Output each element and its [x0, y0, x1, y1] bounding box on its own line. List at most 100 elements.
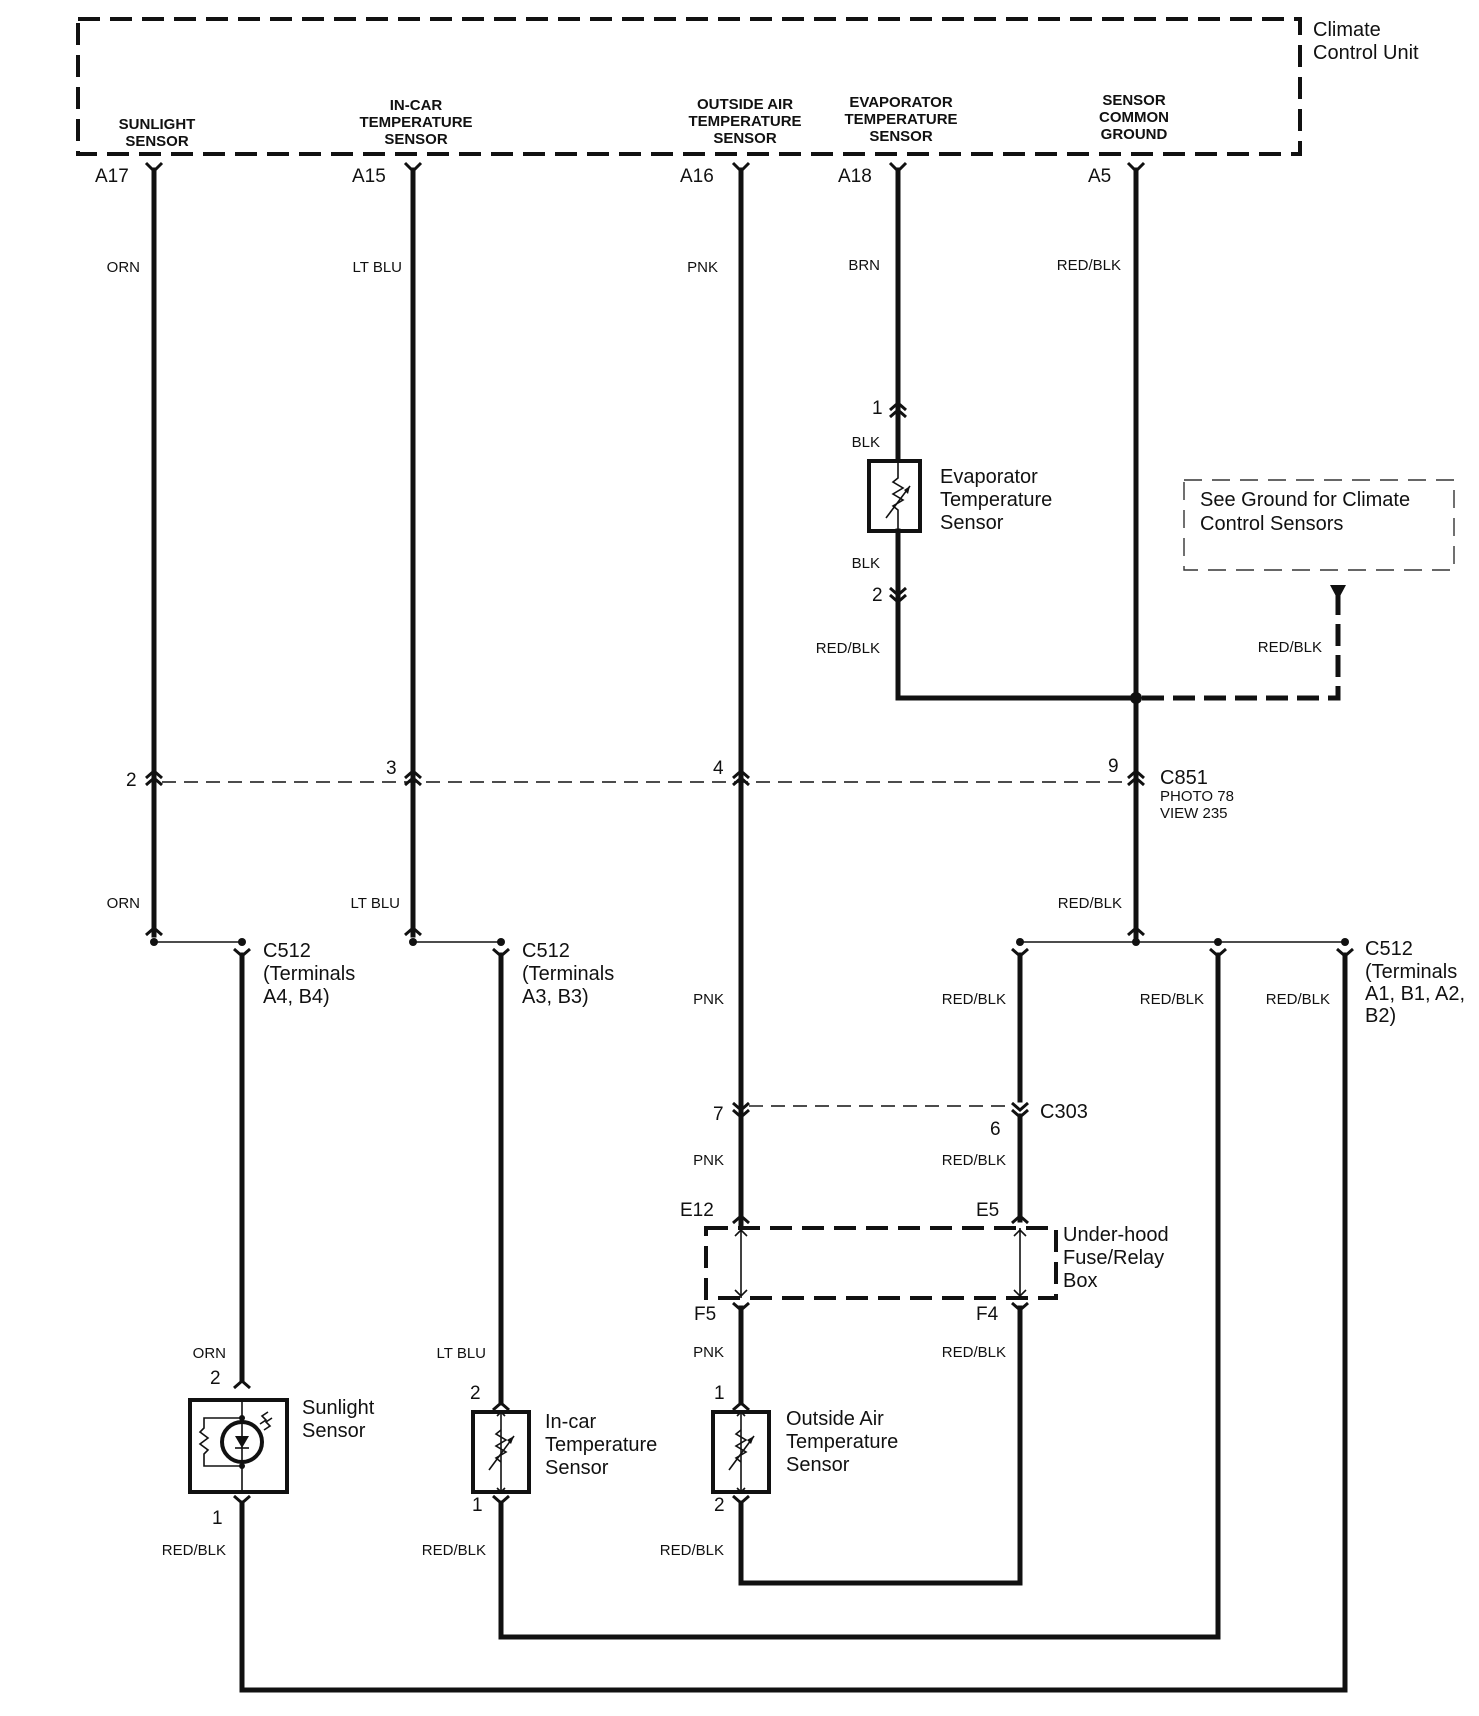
sunlight-pin-bottom: 1 [212, 1508, 223, 1529]
wire-color-label: LT BLU [351, 895, 400, 912]
outside-pin-top: 1 [714, 1383, 725, 1404]
wire-evaporator-brn [895, 167, 1139, 701]
c512-terminals-line1: (Terminals [1365, 961, 1457, 983]
wire-color-label: RED/BLK [1258, 639, 1322, 656]
fuse-box-name-line3: Box [1063, 1270, 1097, 1292]
wire-color-label: LT BLU [353, 259, 402, 276]
c512-group1 [145, 926, 251, 958]
wire-color-label: RED/BLK [1266, 991, 1330, 1008]
evaporator-connector-pin2 [889, 586, 907, 604]
evaporator-name-line3: Sensor [940, 512, 1004, 534]
fuse-box-internal-wires [734, 1228, 1027, 1298]
wire-incar-return [498, 1500, 1221, 1640]
fuse-box-pin-e5: E5 [976, 1200, 999, 1221]
c512-terminals-line3: B2) [1365, 1005, 1396, 1027]
svg-text:COMMON: COMMON [1099, 109, 1169, 126]
c851-view: VIEW 235 [1160, 805, 1228, 822]
c512-name: C512 [263, 940, 311, 962]
fuse-box-name-line2: Fuse/Relay [1063, 1247, 1164, 1269]
wire-color-label: RED/BLK [660, 1542, 724, 1559]
evaporator-pin-top: 1 [872, 398, 883, 419]
sunlight-name-line1: Sunlight [302, 1397, 375, 1419]
outside-name-line1: Outside Air [786, 1408, 884, 1430]
wire-color-label: PNK [693, 1344, 724, 1361]
c851-connector-symbols [145, 769, 1145, 787]
svg-text:GROUND: GROUND [1101, 126, 1168, 143]
wire-color-label: PNK [693, 991, 724, 1008]
under-hood-fuse-relay-box [704, 1226, 1058, 1300]
c512-terminals-line1: (Terminals [522, 963, 614, 985]
svg-text:OUTSIDE AIR: OUTSIDE AIR [697, 96, 793, 113]
wire-color-label: RED/BLK [942, 1344, 1006, 1361]
evaporator-pin-bottom: 2 [872, 585, 883, 606]
c851-photo: PHOTO 78 [1160, 788, 1234, 805]
splice-point [1130, 692, 1142, 704]
c512-name: C512 [1365, 938, 1413, 960]
outside-name-line3: Sensor [786, 1454, 850, 1476]
c303-connector-symbols [732, 1101, 1029, 1119]
ground-note-box [1183, 479, 1455, 571]
svg-text:EVAPORATOR: EVAPORATOR [849, 94, 953, 111]
c851-name: C851 [1160, 767, 1208, 789]
ccu-pin-a18: A18 [838, 166, 872, 187]
svg-text:TEMPERATURE: TEMPERATURE [359, 114, 472, 131]
c303-pin: 6 [990, 1119, 1001, 1140]
c303-name: C303 [1040, 1101, 1088, 1123]
thermistor-icon [885, 461, 911, 531]
ccu-pin-a16: A16 [680, 166, 714, 187]
wire-color-label: BLK [852, 434, 880, 451]
ccu-terminal-symbols [144, 161, 1146, 174]
evaporator-name-line2: Temperature [940, 489, 1052, 511]
incar-name-line1: In-car [545, 1411, 596, 1433]
outside-pin-bottom: 2 [714, 1495, 725, 1516]
ccu-terminal-label-sunlight: SUNLIGHT SENSOR [119, 116, 196, 150]
wire-color-label: RED/BLK [1058, 895, 1122, 912]
climate-control-unit-box [76, 17, 1302, 156]
thermistor-icon [728, 1410, 755, 1494]
svg-text:SENSOR: SENSOR [1102, 92, 1166, 109]
c851-pin: 3 [386, 758, 397, 779]
outside-connector-top [732, 1401, 750, 1412]
wire-color-label: LT BLU [437, 1345, 486, 1362]
sunlight-name-line2: Sensor [302, 1420, 366, 1442]
sunlight-pin-top: 2 [210, 1368, 221, 1389]
wire-color-label: RED/BLK [942, 1152, 1006, 1169]
c512-group2 [404, 926, 510, 958]
ccu-name-line2: Control Unit [1313, 42, 1419, 64]
wire-color-label: RED/BLK [162, 1542, 226, 1559]
evaporator-name-line1: Evaporator [940, 466, 1038, 488]
c512-group3 [1011, 926, 1354, 958]
fuse-box-pin-e12: E12 [680, 1200, 714, 1221]
ccu-pin-a15: A15 [352, 166, 386, 187]
wire-color-label: BRN [848, 257, 880, 274]
wire-sunlight-return [239, 1500, 1348, 1693]
ccu-terminal-label-evaporator: EVAPORATOR TEMPERATURE SENSOR [844, 94, 957, 145]
fuse-box-connector-top [732, 1214, 1029, 1225]
wire-outside-return [738, 1500, 1023, 1586]
wire-ground-dashed [1142, 590, 1341, 701]
wire-color-label: RED/BLK [1057, 257, 1121, 274]
evaporator-sensor-box [867, 459, 922, 533]
fuse-box-pin-f4: F4 [976, 1304, 999, 1325]
wire-color-label: BLK [852, 555, 880, 572]
ccu-name-line1: Climate [1313, 19, 1381, 41]
fuse-box-name-line1: Under-hood [1063, 1224, 1169, 1246]
ccu-pin-a5: A5 [1088, 166, 1111, 187]
wire-color-label: ORN [107, 259, 140, 276]
svg-text:TEMPERATURE: TEMPERATURE [688, 113, 801, 130]
incar-name-line3: Sensor [545, 1457, 609, 1479]
ground-reference-arrow-icon [1330, 585, 1346, 600]
svg-text:SENSOR: SENSOR [713, 130, 777, 147]
wire-color-label: PNK [687, 259, 718, 276]
svg-text:SENSOR: SENSOR [384, 131, 448, 148]
wire-color-label: RED/BLK [422, 1542, 486, 1559]
ccu-pin-a17: A17 [95, 166, 129, 187]
sunlight-connector-top [233, 1379, 251, 1390]
svg-text:SENSOR: SENSOR [125, 133, 189, 150]
thermistor-icon [488, 1410, 515, 1494]
wire-color-label: RED/BLK [942, 991, 1006, 1008]
svg-text:IN-CAR: IN-CAR [390, 97, 443, 114]
fuse-box-pin-f5: F5 [694, 1304, 716, 1325]
c512-name: C512 [522, 940, 570, 962]
incar-pin-bottom: 1 [472, 1495, 483, 1516]
